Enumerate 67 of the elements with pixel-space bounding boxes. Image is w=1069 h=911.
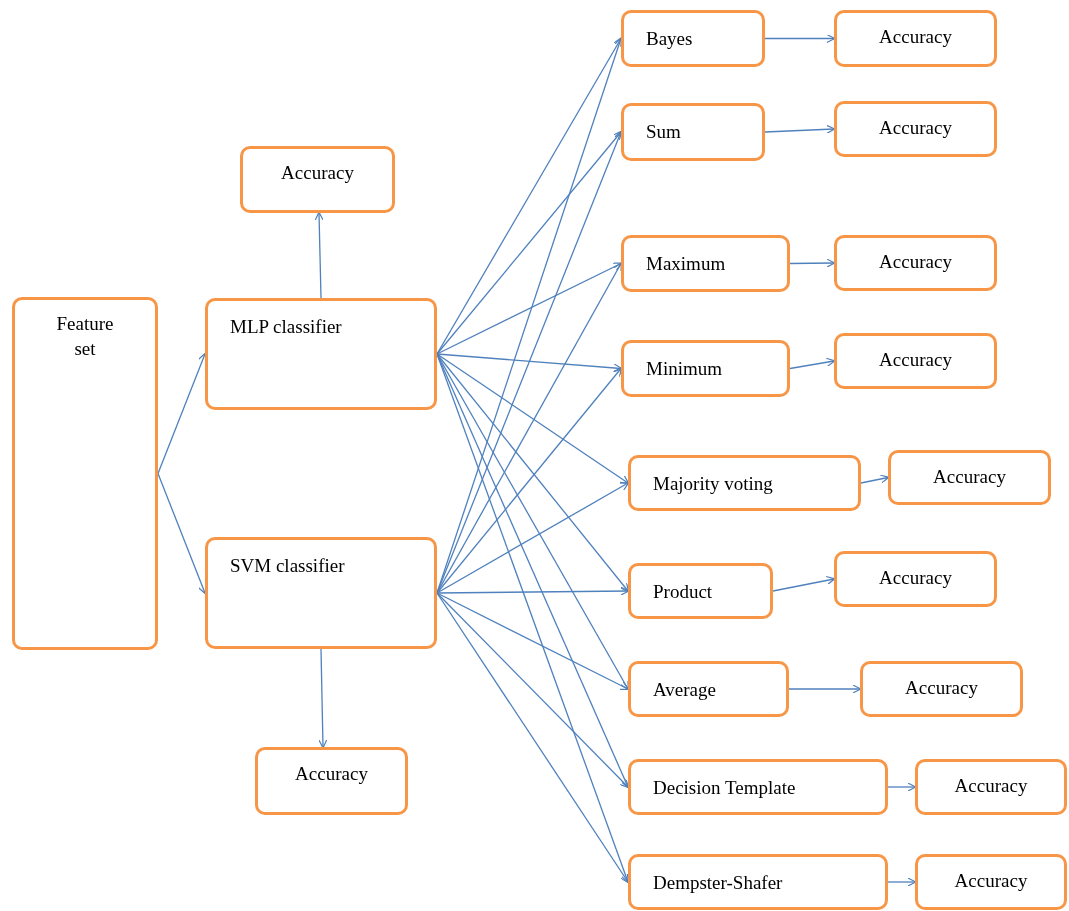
arrow [314,211,324,299]
process-box [834,551,997,607]
process-box [621,103,765,161]
process-box [628,759,888,815]
arrow [772,575,836,592]
process-box [628,455,861,511]
arrow [436,130,623,355]
arrow [157,352,207,475]
arrow [318,648,328,749]
box-label: Bayes [646,27,693,51]
process-box [255,747,408,815]
box-label: Accuracy [905,676,978,700]
arrow [788,684,862,694]
box-label: Average [653,678,716,702]
box-label: Accuracy [879,25,952,49]
arrow [860,474,890,484]
arrow [887,782,917,792]
process-box [628,854,888,910]
process-box [621,10,765,67]
process-box [834,10,997,67]
box-label: Sum [646,120,681,144]
arrow [436,482,630,594]
arrow [764,124,836,134]
process-box [834,101,997,157]
box-label: Dempster-Shafer [653,871,783,895]
arrow [887,877,917,887]
box-label: Accuracy [281,161,354,185]
box-label: Accuracy [954,869,1028,893]
process-box [834,235,997,291]
box-label: Accuracy [879,116,952,140]
process-box [628,661,789,717]
box-label: Accuracy [295,762,368,786]
process-box [621,235,790,292]
process-box [205,298,437,410]
box-label: SVM classifier [230,554,345,578]
arrow [436,353,623,373]
arrow [436,592,630,884]
box-label: Minimum [646,357,722,381]
process-box [621,340,790,397]
process-box [205,537,437,649]
box-label: Accuracy [879,250,952,274]
process-box [240,146,395,213]
process-box [915,759,1067,815]
box-label: Accuracy [933,465,1006,489]
arrow [764,33,836,44]
box-label: Product [653,580,713,604]
arrow [436,586,630,596]
process-box [628,563,773,619]
arrow [789,258,836,268]
process-box [834,333,997,389]
box-label: Accuracy [879,348,952,372]
arrow [436,592,630,789]
arrow [157,472,207,595]
arrow [436,592,630,690]
box-label: Decision Template [653,776,796,800]
box-label: Accuracy [954,774,1028,798]
arrow [789,357,836,370]
box-label: Maximum [646,252,726,276]
process-box [888,450,1051,505]
box-label: Accuracy [879,566,952,590]
process-box [12,297,158,650]
process-box [915,854,1067,910]
arrow [436,353,630,485]
box-label: Feature set [55,312,115,361]
box-label: Majority voting [653,472,773,496]
box-label: MLP classifier [230,315,342,339]
process-box [860,661,1023,717]
